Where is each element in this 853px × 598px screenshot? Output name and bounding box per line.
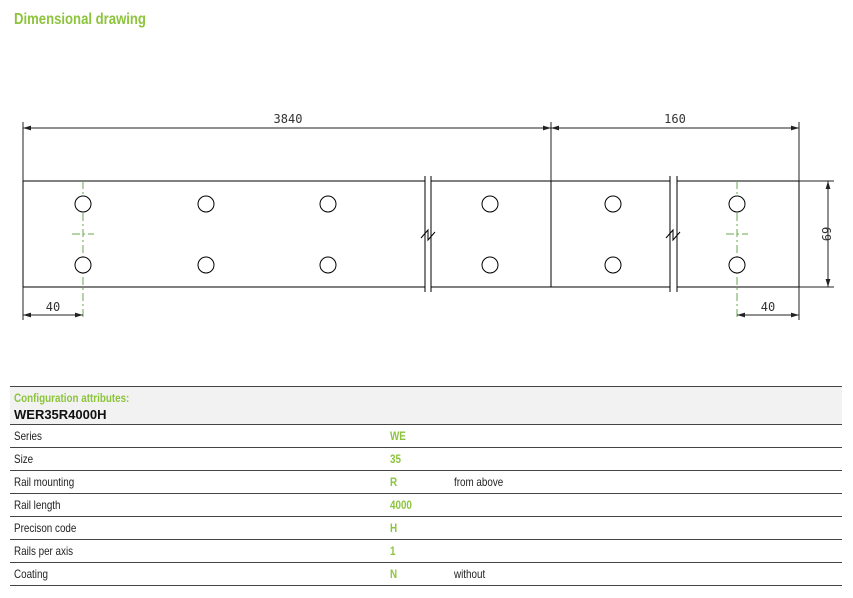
attribute-value: N xyxy=(390,567,398,581)
mounting-hole xyxy=(319,256,337,274)
attribute-label: Rail length xyxy=(14,498,61,512)
configuration-table: Configuration attributes: WER35R4000H Se… xyxy=(10,386,842,586)
dimension-right-offset xyxy=(737,287,800,320)
dim-height-label: 69 xyxy=(819,227,833,241)
configuration-label: Configuration attributes: xyxy=(14,391,130,405)
attribute-value: WE xyxy=(390,429,406,443)
configuration-header: Configuration attributes: WER35R4000H xyxy=(10,386,842,425)
mounting-hole xyxy=(74,256,92,274)
dimension-top xyxy=(22,122,800,181)
break-mark-left xyxy=(420,176,436,292)
attribute-description: from above xyxy=(454,475,504,489)
mounting-hole xyxy=(481,195,499,213)
configuration-code: WER35R4000H xyxy=(14,407,107,422)
dim-length-label: 3840 xyxy=(274,112,303,126)
page-title: Dimensional drawing xyxy=(14,11,146,28)
break-mark-right xyxy=(665,176,681,292)
dimension-left-offset xyxy=(22,287,83,320)
attribute-description: without xyxy=(454,567,486,581)
dimensional-drawing: 3840 160 69 40 40 xyxy=(22,112,834,320)
attribute-value: 1 xyxy=(390,544,396,558)
mounting-hole xyxy=(481,256,499,274)
mounting-holes xyxy=(74,195,746,274)
dim-left-offset-label: 40 xyxy=(46,300,60,314)
dim-end-label: 160 xyxy=(664,112,686,126)
mounting-hole xyxy=(728,195,746,213)
attribute-label: Rails per axis xyxy=(14,544,74,558)
attribute-label: Size xyxy=(14,452,34,466)
mounting-hole xyxy=(728,256,746,274)
rail-outline xyxy=(22,180,800,288)
table-row: Precison code H xyxy=(10,517,842,540)
mounting-hole xyxy=(197,195,215,213)
table-row: Series WE xyxy=(10,425,842,448)
attribute-value: 35 xyxy=(390,452,401,466)
table-row: Rails per axis 1 xyxy=(10,540,842,563)
mounting-hole xyxy=(74,195,92,213)
mounting-hole xyxy=(604,256,622,274)
dim-right-offset-label: 40 xyxy=(761,300,775,314)
table-row: Size 35 xyxy=(10,448,842,471)
mounting-hole xyxy=(604,195,622,213)
mounting-hole xyxy=(319,195,337,213)
mounting-hole xyxy=(197,256,215,274)
dimension-height xyxy=(799,180,834,288)
attribute-value: 4000 xyxy=(390,498,412,512)
attribute-label: Precison code xyxy=(14,521,77,535)
attribute-label: Rail mounting xyxy=(14,475,75,489)
attribute-value: R xyxy=(390,475,398,489)
attribute-label: Coating xyxy=(14,567,48,581)
attribute-label: Series xyxy=(14,429,42,443)
table-row: Rail length 4000 xyxy=(10,494,842,517)
attribute-value: H xyxy=(390,521,398,535)
centerlines xyxy=(72,181,748,320)
